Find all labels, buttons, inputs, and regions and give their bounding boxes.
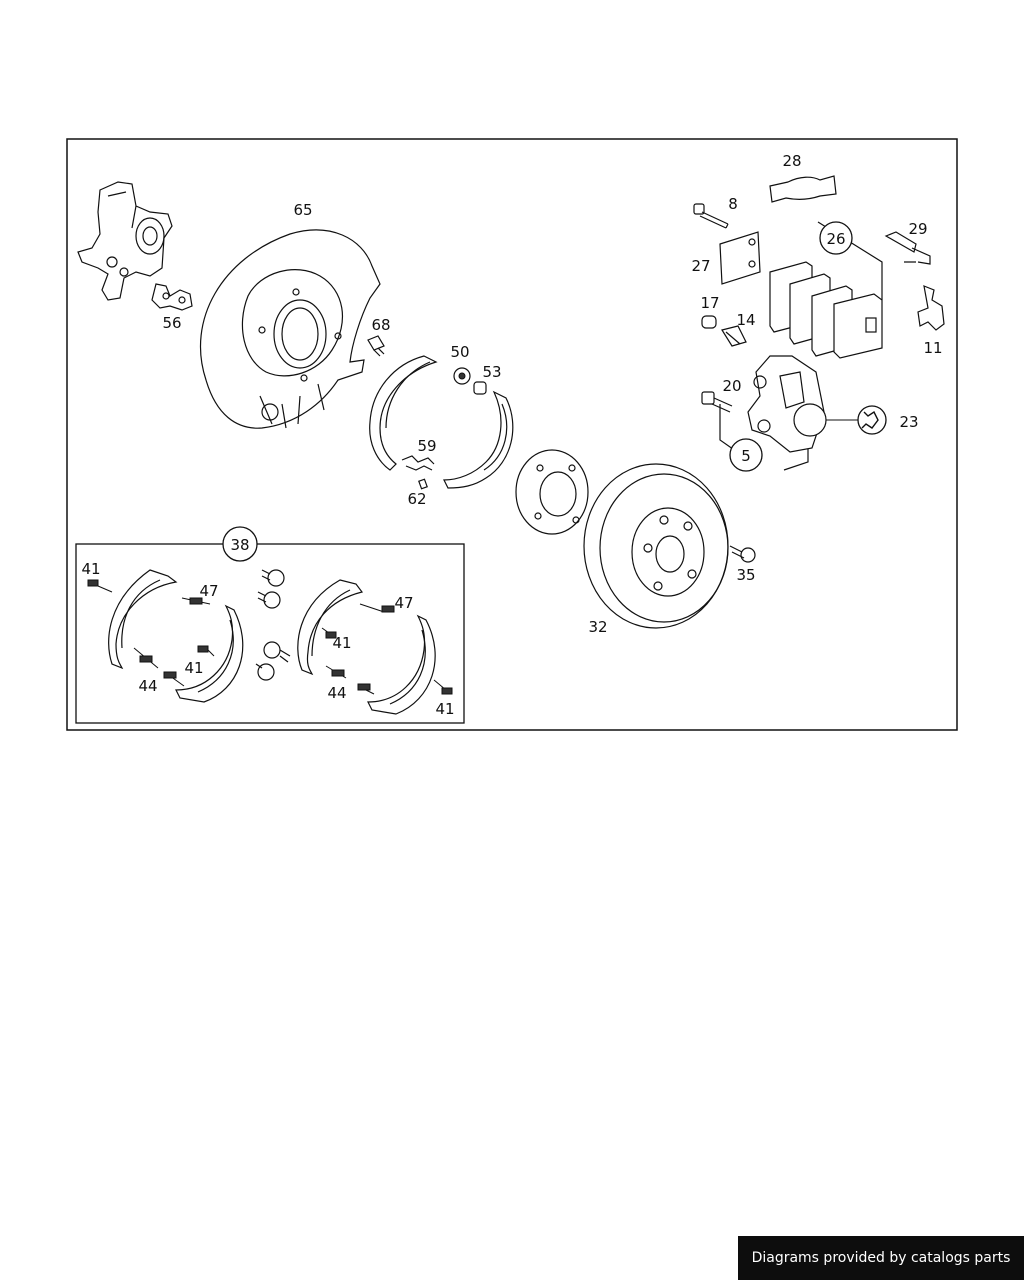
callout-27: 27 xyxy=(691,257,710,275)
callout-44-right: 44 xyxy=(327,684,346,702)
disc-screw[interactable] xyxy=(729,545,756,563)
wheel-hub[interactable] xyxy=(515,449,589,535)
callout-17: 17 xyxy=(700,294,719,312)
anti-rattle-spring[interactable] xyxy=(769,175,837,203)
circled-callout-26[interactable]: 26 xyxy=(819,221,853,255)
circled-callout-38[interactable]: 38 xyxy=(222,526,258,562)
steering-knuckle[interactable] xyxy=(77,181,173,301)
adjuster-sleeve[interactable] xyxy=(473,381,487,395)
bleeder-valve[interactable] xyxy=(721,325,747,347)
callout-28: 28 xyxy=(782,152,801,170)
retaining-pin[interactable] xyxy=(418,478,428,490)
backing-plate-bolt[interactable] xyxy=(367,335,385,357)
callout-47-right: 47 xyxy=(394,594,413,612)
bleeder-cap[interactable] xyxy=(701,315,717,329)
pad-shim[interactable] xyxy=(719,231,761,285)
callout-5: 5 xyxy=(741,447,751,465)
brake-backing-plate[interactable] xyxy=(199,229,381,429)
callout-38: 38 xyxy=(230,536,249,554)
diagram-frame xyxy=(66,138,958,731)
brake-pad-set[interactable] xyxy=(769,221,883,359)
return-spring[interactable] xyxy=(401,455,435,471)
callout-41-right-inner: 41 xyxy=(332,634,351,652)
callout-41-top-left: 41 xyxy=(81,560,100,578)
mounting-bracket[interactable] xyxy=(151,283,193,311)
callout-41-left-inner: 41 xyxy=(184,659,203,677)
callout-47-left: 47 xyxy=(199,582,218,600)
callout-68: 68 xyxy=(371,316,390,334)
callout-44-left: 44 xyxy=(138,677,157,695)
credit-text: Diagrams provided by catalogs parts xyxy=(751,1250,1011,1266)
callout-14: 14 xyxy=(736,311,755,329)
shoe-kit-left[interactable] xyxy=(87,569,244,703)
wear-sensor[interactable] xyxy=(884,231,931,265)
brake-disc[interactable] xyxy=(583,463,729,629)
callout-50: 50 xyxy=(450,343,469,361)
wrench-icon xyxy=(857,405,887,435)
callout-8: 8 xyxy=(728,195,738,213)
brake-caliper[interactable] xyxy=(719,355,827,471)
parking-brake-shoes[interactable] xyxy=(369,355,514,489)
callout-59: 59 xyxy=(417,437,436,455)
callout-11: 11 xyxy=(923,339,942,357)
shoe-kit-bolts[interactable] xyxy=(255,569,291,681)
callout-56: 56 xyxy=(162,314,181,332)
circled-callout-5[interactable]: 5 xyxy=(729,438,763,472)
callout-29: 29 xyxy=(908,220,927,238)
callout-20: 20 xyxy=(722,377,741,395)
shoe-kit-right[interactable] xyxy=(297,579,453,715)
pad-retaining-clip[interactable] xyxy=(917,285,945,331)
callout-62: 62 xyxy=(407,490,426,508)
callout-53: 53 xyxy=(482,363,501,381)
diagram-credit-banner: Diagrams provided by catalogs parts xyxy=(738,1236,1024,1280)
adjuster-nut[interactable] xyxy=(453,367,471,385)
callout-35: 35 xyxy=(736,566,755,584)
callout-65: 65 xyxy=(293,201,312,219)
shoe-kit-inset-frame xyxy=(75,543,465,724)
callout-41-bottom-right: 41 xyxy=(435,700,454,718)
caliper-bolt[interactable] xyxy=(701,391,733,413)
callout-26: 26 xyxy=(826,230,845,248)
guide-bolt[interactable] xyxy=(693,203,729,229)
callout-32: 32 xyxy=(588,618,607,636)
callout-23: 23 xyxy=(899,413,918,431)
